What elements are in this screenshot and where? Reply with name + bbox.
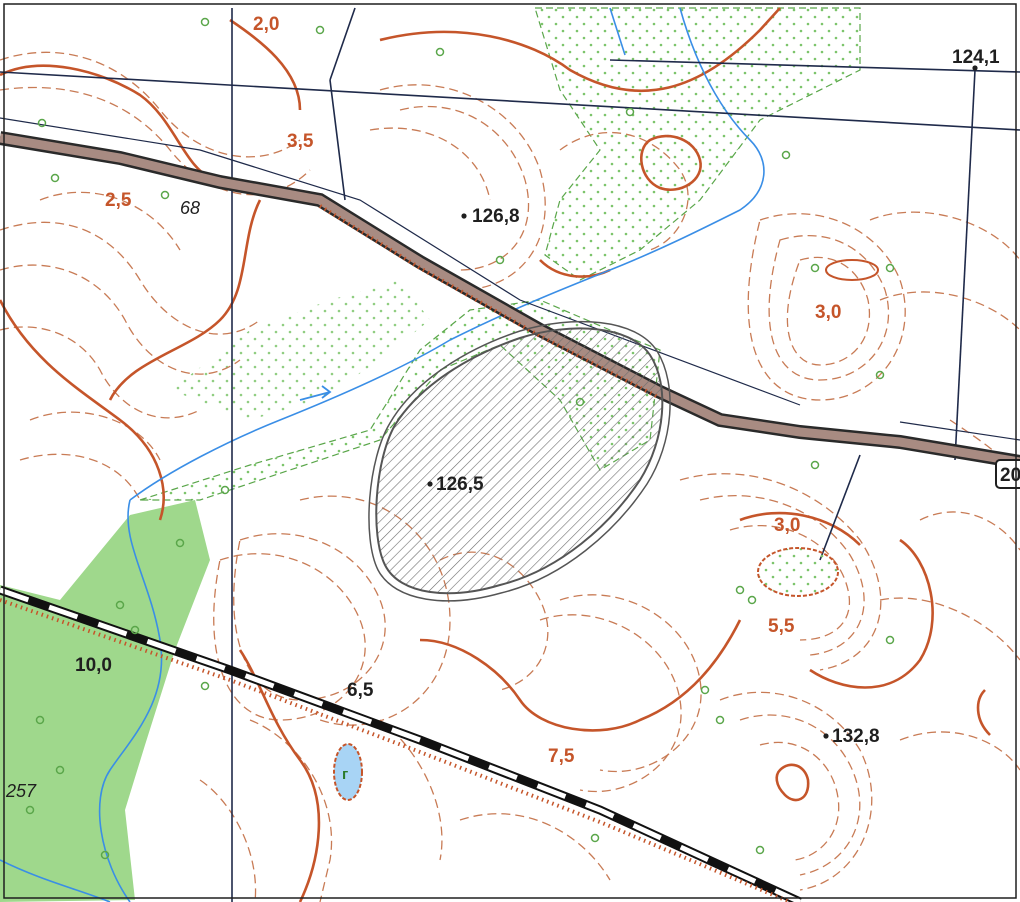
height-label: 5,5 [768, 616, 795, 637]
grid-lines [0, 7, 1020, 902]
elevation-label: 132,8 [832, 726, 880, 747]
height-label: 6,5 [347, 680, 374, 701]
elevation-point-124-1: 124,1 [952, 47, 1000, 71]
map-border [3, 3, 1017, 899]
meadow-area-west [170, 280, 430, 420]
height-label: 3,0 [815, 302, 841, 323]
elevation-point-132-8: 132,8 [823, 726, 880, 747]
elevation-label: 126,8 [472, 206, 520, 227]
road-number-label: 68 [180, 198, 200, 218]
meadow-area-north [534, 7, 861, 281]
height-label: 2,5 [105, 190, 132, 211]
elevation-label: 126,5 [436, 474, 484, 495]
height-label: 3,5 [287, 131, 314, 152]
pond-label: г [342, 766, 348, 783]
railway [0, 585, 802, 902]
elevation-label: 124,1 [952, 47, 1000, 68]
flow-arrow-icon [299, 385, 332, 401]
hatched-zone-icon [368, 320, 671, 602]
road-sign: 20 [995, 459, 1020, 489]
highway [0, 131, 1020, 469]
height-label: 2,0 [253, 14, 279, 35]
forest-label: 257 [5, 781, 37, 801]
height-label: 3,0 [774, 515, 800, 536]
road-sign-label: 20 [1000, 465, 1020, 486]
height-label: 10,0 [75, 655, 112, 676]
height-label: 7,5 [548, 746, 575, 767]
index-contours [0, 7, 991, 902]
streams [0, 7, 765, 902]
depression-southeast [757, 547, 839, 597]
elevation-point-126-8: 126,8 [461, 206, 520, 227]
forest-area [0, 500, 210, 902]
depression-east [825, 259, 879, 281]
vegetation-dots [25, 17, 895, 860]
pond-icon [333, 743, 363, 801]
elevation-point-126-5: 126,5 [427, 474, 484, 495]
